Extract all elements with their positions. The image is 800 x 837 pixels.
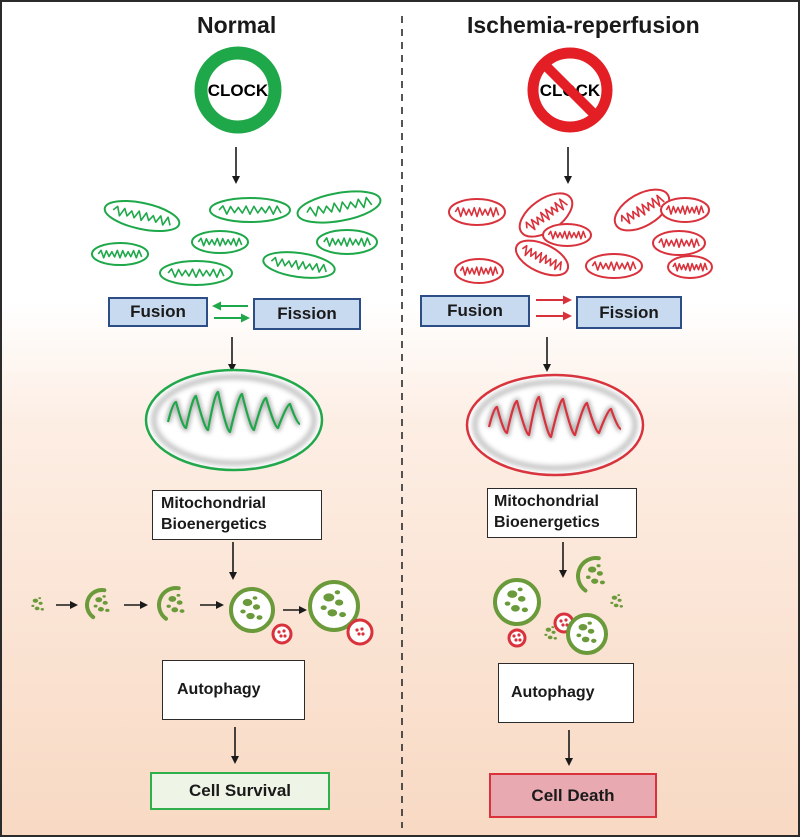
mitochondrion-icon [296,190,382,224]
mitochondrion-icon [667,255,713,279]
autophagy-sequence-left [31,580,374,646]
mitochondrion-icon [514,239,570,277]
lysosome-icon [271,623,293,645]
bioenergetics-box-left: Mitochondrial Bioenergetics [152,490,322,540]
autophagy-label-left: Autophagy [177,681,261,698]
fission-box-left: Fission [253,298,361,330]
cell-survival-box: Cell Survival [150,772,330,810]
panel-title-right: Ischemia-reperfusion [467,12,700,38]
mitochondrion-icon [448,198,506,226]
clock-label-left: CLOCK [208,81,269,100]
autophagosome-icon [31,597,44,611]
mitochondria-network-right [448,188,713,284]
mitochondrion-icon [454,258,504,284]
lysosome-icon [507,628,527,648]
autophagy-box-left: Autophagy [162,660,305,720]
mitochondria-network-left [91,190,382,286]
mitochondrion-icon [542,223,592,247]
cell-death-box: Cell Death [489,773,657,818]
prohibition-slash [540,60,600,120]
mitochondrion-icon [191,230,249,254]
autophagosome-icon [229,587,275,633]
autophagosome-icon [308,580,360,632]
bioenergetics-line2-left: Bioenergetics [161,516,267,533]
mitochondrion-icon [91,242,149,266]
autophagosome-icon [544,626,557,640]
autophagosome-icon [493,578,541,626]
autophagosome-icon [566,613,608,655]
mitochondrion-icon [660,197,710,223]
mitochondrion-icon [613,188,671,232]
autophagy-label-right: Autophagy [511,684,595,701]
mitochondrion-icon [262,251,336,279]
mitochondrion-icon [316,229,378,255]
autophagosome-icon [157,586,185,621]
mitochondrion-icon [159,260,233,286]
mitochondrion-icon [209,197,291,223]
autophagy-box-right: Autophagy [498,663,634,723]
autophagosome-icon [85,588,110,620]
bioenergetics-box-right: Mitochondrial Bioenergetics [487,488,637,538]
bioenergetics-line1-right: Mitochondrial [494,493,599,510]
autophagosome-icon [576,556,606,593]
bioenergetics-line2-right: Bioenergetics [494,514,600,531]
fission-box-right: Fission [576,296,682,329]
mitochondrion-icon [585,253,643,279]
mitochondrion-icon [103,200,181,232]
lysosome-icon [346,618,374,646]
mitochondrion-icon-large-right [465,373,645,477]
mitochondrion-icon-large-left [144,368,324,472]
clock-ring-icon [194,46,282,134]
autophagosome-icon [610,594,623,608]
bioenergetics-line1-left: Mitochondrial [161,495,266,512]
panel-title-left: Normal [197,12,277,38]
autophagy-cluster-right [493,556,623,655]
fusion-box-right: Fusion [420,295,530,327]
fusion-box-left: Fusion [108,297,208,327]
mitochondrion-icon [652,230,706,256]
